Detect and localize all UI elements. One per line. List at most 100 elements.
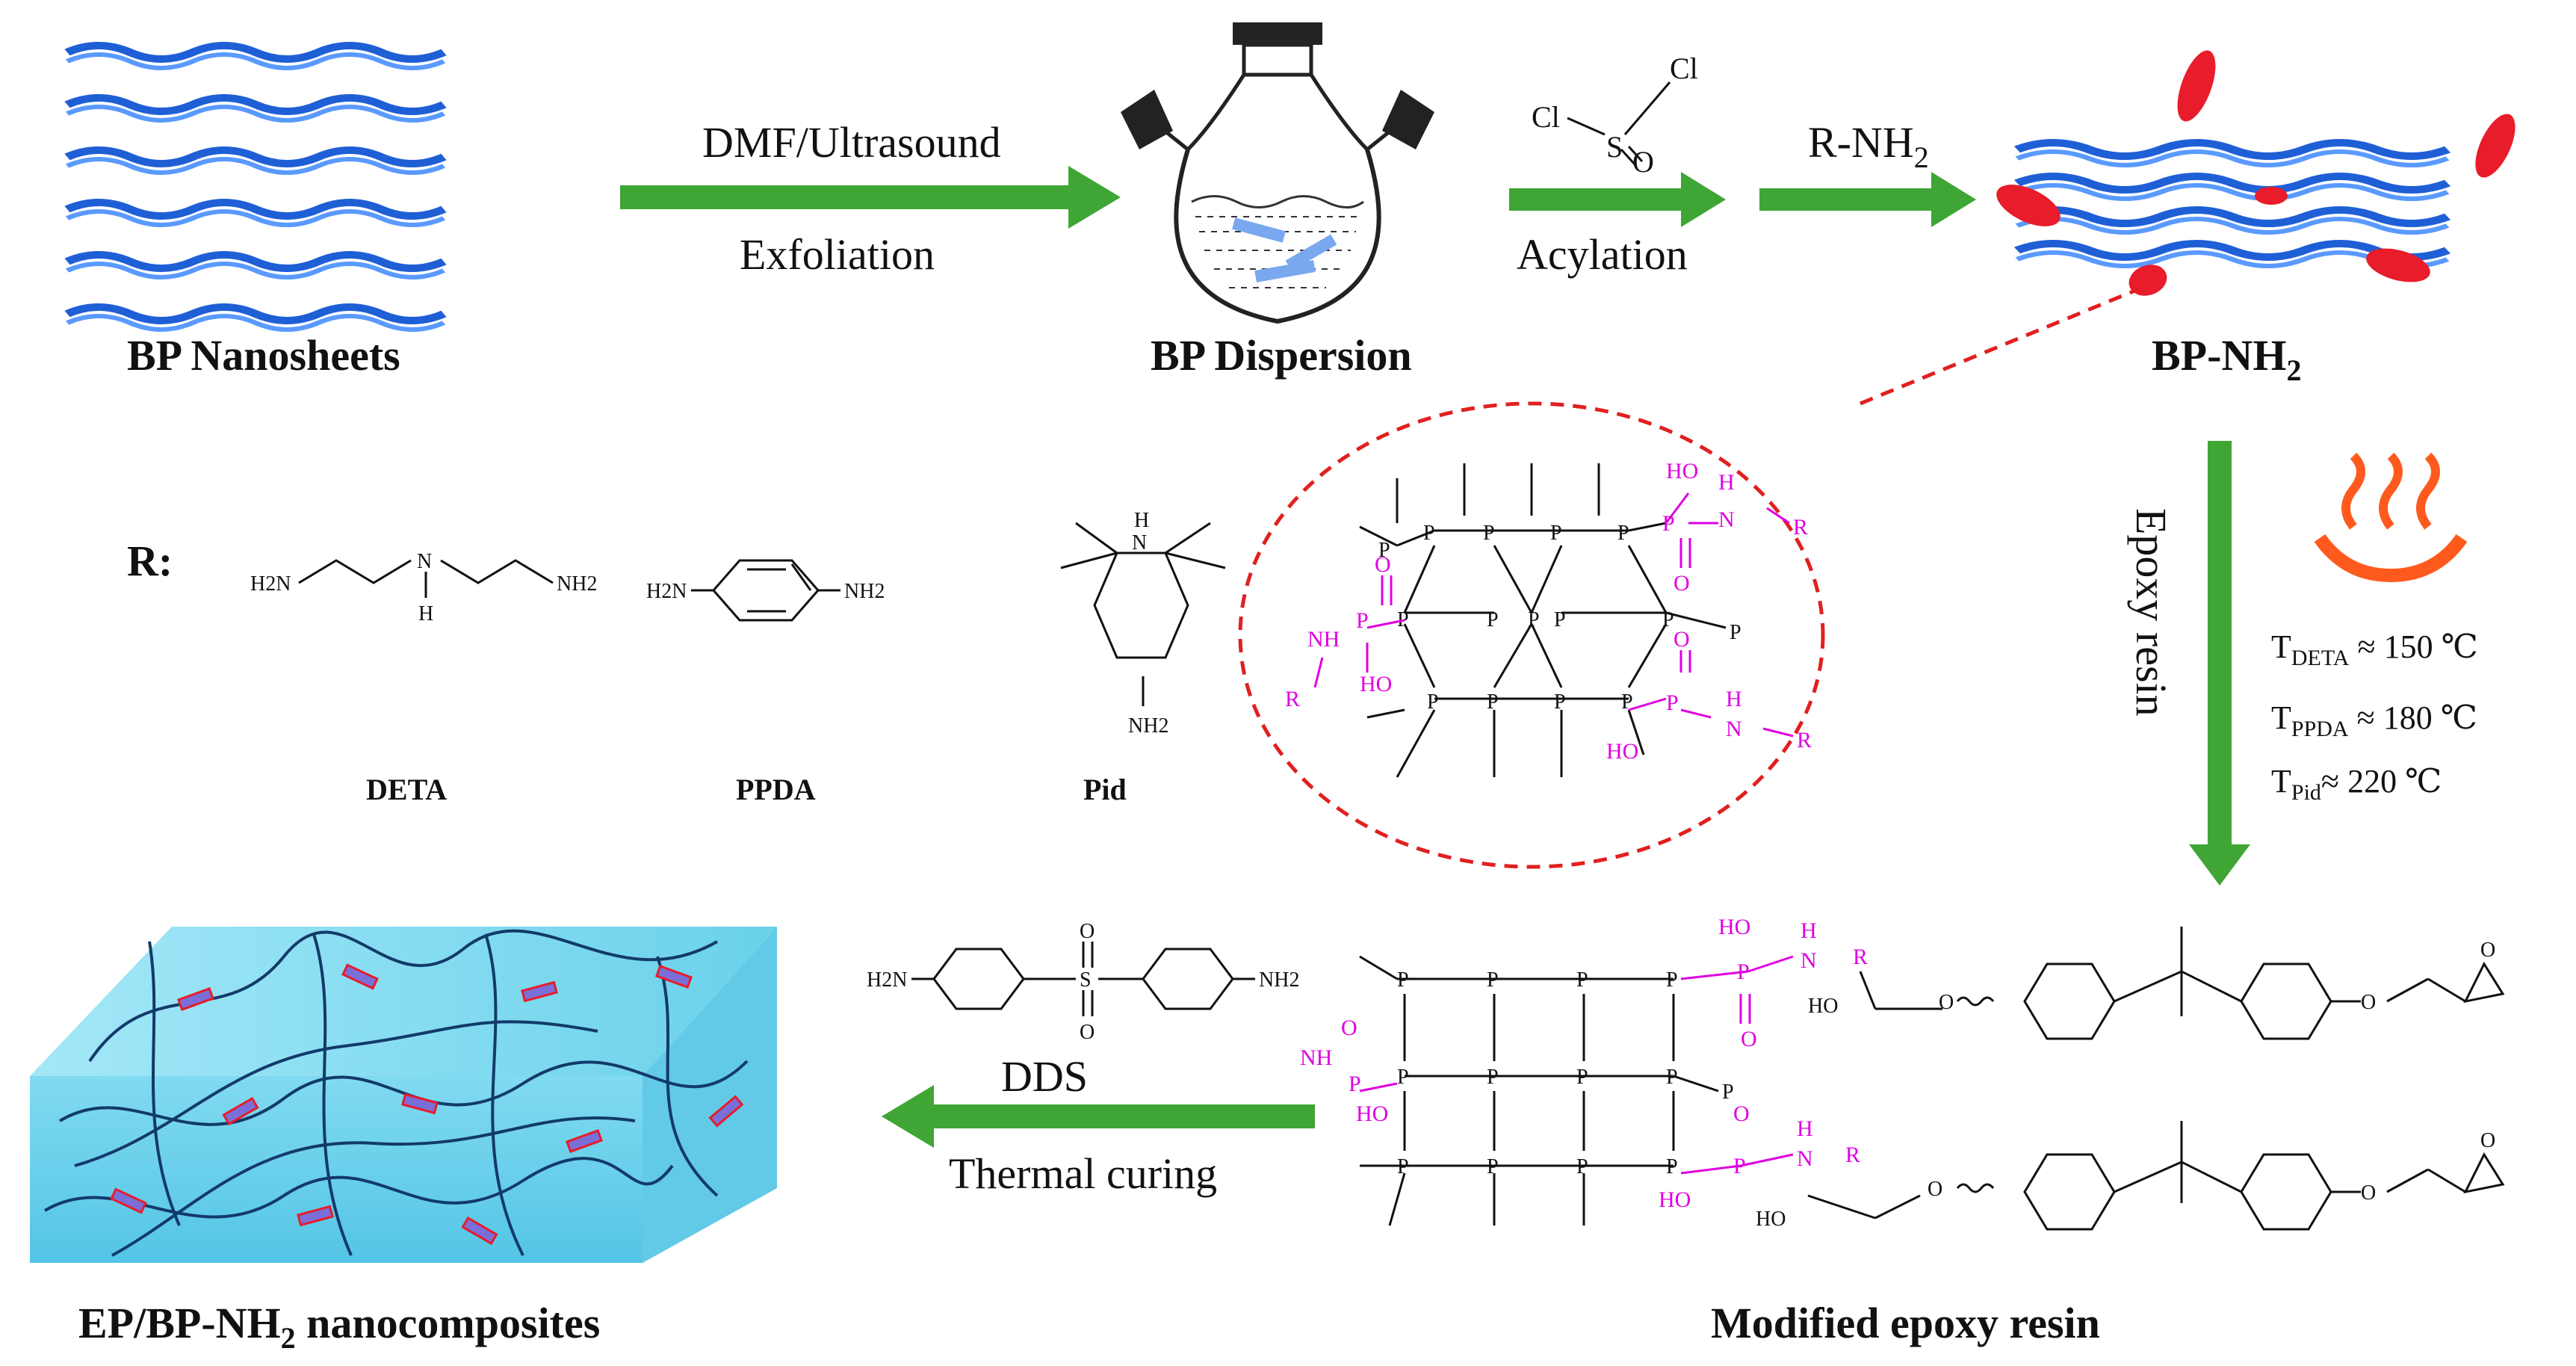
acylation-label: Acylation xyxy=(1517,230,1688,279)
thermal-curing-arrow xyxy=(882,1085,1315,1148)
svg-text:P: P xyxy=(1550,522,1562,545)
ppda-label: PPDA xyxy=(736,773,816,806)
svg-text:N: N xyxy=(1726,717,1742,741)
svg-text:O: O xyxy=(2361,1181,2376,1205)
svg-text:NH2: NH2 xyxy=(1259,968,1299,992)
svg-text:O: O xyxy=(1733,1101,1750,1126)
svg-text:R: R xyxy=(1793,515,1808,540)
phosphorene-lattice: P P P P P P P P P P P P P P P HO H N R O xyxy=(1285,459,1812,778)
pid-structure: N H NH2 xyxy=(1060,509,1226,738)
amination-arrow xyxy=(1759,172,1976,227)
svg-text:HO: HO xyxy=(1356,1101,1388,1126)
modified-epoxy-label: Modified epoxy resin xyxy=(1711,1299,2100,1347)
svg-text:P: P xyxy=(1487,690,1499,714)
svg-text:P: P xyxy=(1487,1155,1499,1178)
epoxy-resin-label: Epoxy resin xyxy=(2127,508,2176,717)
temperature-deta: TDETA ≈ 150 ℃ xyxy=(2271,628,2478,670)
svg-text:P: P xyxy=(1733,1154,1746,1178)
svg-text:HO: HO xyxy=(1666,459,1698,483)
svg-text:NH2: NH2 xyxy=(557,572,597,596)
svg-text:N: N xyxy=(1718,507,1735,532)
svg-text:P: P xyxy=(1576,968,1588,992)
svg-text:P: P xyxy=(1730,621,1741,644)
svg-text:O: O xyxy=(1341,1016,1357,1040)
svg-text:O: O xyxy=(1741,1027,1757,1051)
svg-text:P: P xyxy=(1617,522,1629,545)
svg-text:H: H xyxy=(1801,918,1817,943)
amine-functional-groups xyxy=(1996,50,2515,296)
svg-text:H: H xyxy=(1134,509,1149,532)
svg-text:N: N xyxy=(417,550,432,573)
exfoliation-top-label: DMF/Ultrasound xyxy=(702,118,1001,167)
svg-text:NH: NH xyxy=(1300,1045,1332,1070)
temperature-pid: TPid≈ 220 ℃ xyxy=(2271,763,2442,805)
amination-label: R-NH2 xyxy=(1808,118,1929,174)
exfoliation-bottom-label: Exfoliation xyxy=(740,230,935,279)
svg-text:P: P xyxy=(1349,1072,1361,1096)
svg-text:P: P xyxy=(1487,1066,1499,1089)
svg-text:P: P xyxy=(1528,608,1540,631)
dds-label: DDS xyxy=(1001,1052,1088,1101)
svg-text:P: P xyxy=(1666,690,1679,715)
svg-text:P: P xyxy=(1666,1066,1678,1089)
svg-text:H2N: H2N xyxy=(250,572,291,596)
svg-text:O: O xyxy=(2480,939,2495,962)
svg-text:H: H xyxy=(418,602,433,625)
svg-text:N: N xyxy=(1801,948,1817,973)
svg-text:P: P xyxy=(1722,1081,1734,1104)
svg-text:P: P xyxy=(1397,1066,1409,1089)
svg-text:P: P xyxy=(1427,690,1439,714)
nanocomposite-block xyxy=(30,927,777,1263)
bp-nh2-label: BP-NH2 xyxy=(2152,331,2301,387)
svg-text:P: P xyxy=(1576,1066,1588,1089)
svg-text:P: P xyxy=(1621,690,1633,714)
svg-text:P: P xyxy=(1554,690,1566,714)
bp-nanosheets-illustration xyxy=(67,46,444,330)
svg-text:N: N xyxy=(1797,1146,1813,1171)
thionyl-chloride-structure: Cl S Cl O xyxy=(1532,52,1698,179)
reaction-flask xyxy=(1121,22,1434,324)
svg-text:N: N xyxy=(1132,531,1147,554)
svg-text:O: O xyxy=(2361,991,2376,1014)
svg-text:HO: HO xyxy=(1360,672,1392,696)
svg-text:P: P xyxy=(1356,608,1369,633)
svg-text:P: P xyxy=(1483,522,1495,545)
svg-text:H2N: H2N xyxy=(646,580,687,603)
heating-icon xyxy=(2314,452,2468,583)
svg-text:P: P xyxy=(1666,968,1678,992)
bp-nh2-illustration xyxy=(2017,143,2447,266)
temperature-ppda: TPPDA ≈ 180 ℃ xyxy=(2271,699,2477,741)
svg-text:S: S xyxy=(1080,968,1092,992)
deta-structure: H2N N H NH2 xyxy=(250,550,597,625)
svg-text:O: O xyxy=(1632,145,1654,179)
svg-text:Cl: Cl xyxy=(1532,100,1560,134)
svg-text:R: R xyxy=(1797,728,1812,752)
svg-text:P: P xyxy=(1487,968,1499,992)
svg-text:O: O xyxy=(1080,1021,1095,1044)
svg-text:P: P xyxy=(1397,1155,1409,1178)
svg-text:P: P xyxy=(1666,1155,1678,1178)
r-group-label: R: xyxy=(127,537,173,585)
svg-text:R: R xyxy=(1853,945,1868,969)
svg-text:H: H xyxy=(1726,687,1742,711)
modified-epoxy-structure: P P P P P P P P P P P P P HO P O H N R P xyxy=(1270,915,2505,1231)
svg-text:R: R xyxy=(1285,687,1300,711)
deta-label: DETA xyxy=(366,773,447,806)
svg-text:O: O xyxy=(2480,1129,2495,1152)
thermal-curing-label: Thermal curing xyxy=(949,1149,1217,1198)
bp-dispersion-label: BP Dispersion xyxy=(1151,331,1412,380)
exfoliation-arrow xyxy=(620,166,1121,229)
svg-text:P: P xyxy=(1397,968,1409,992)
svg-text:O: O xyxy=(1928,1178,1942,1201)
svg-text:P: P xyxy=(1662,511,1675,536)
svg-text:HO: HO xyxy=(1606,739,1638,764)
svg-text:HO: HO xyxy=(1756,1208,1786,1231)
svg-text:NH2: NH2 xyxy=(1128,714,1168,738)
svg-text:O: O xyxy=(1375,552,1391,577)
svg-text:O: O xyxy=(1674,627,1690,652)
svg-text:P: P xyxy=(1487,608,1499,631)
acylation-arrow xyxy=(1509,172,1726,227)
svg-text:NH2: NH2 xyxy=(844,580,885,603)
svg-text:HO: HO xyxy=(1718,915,1750,939)
